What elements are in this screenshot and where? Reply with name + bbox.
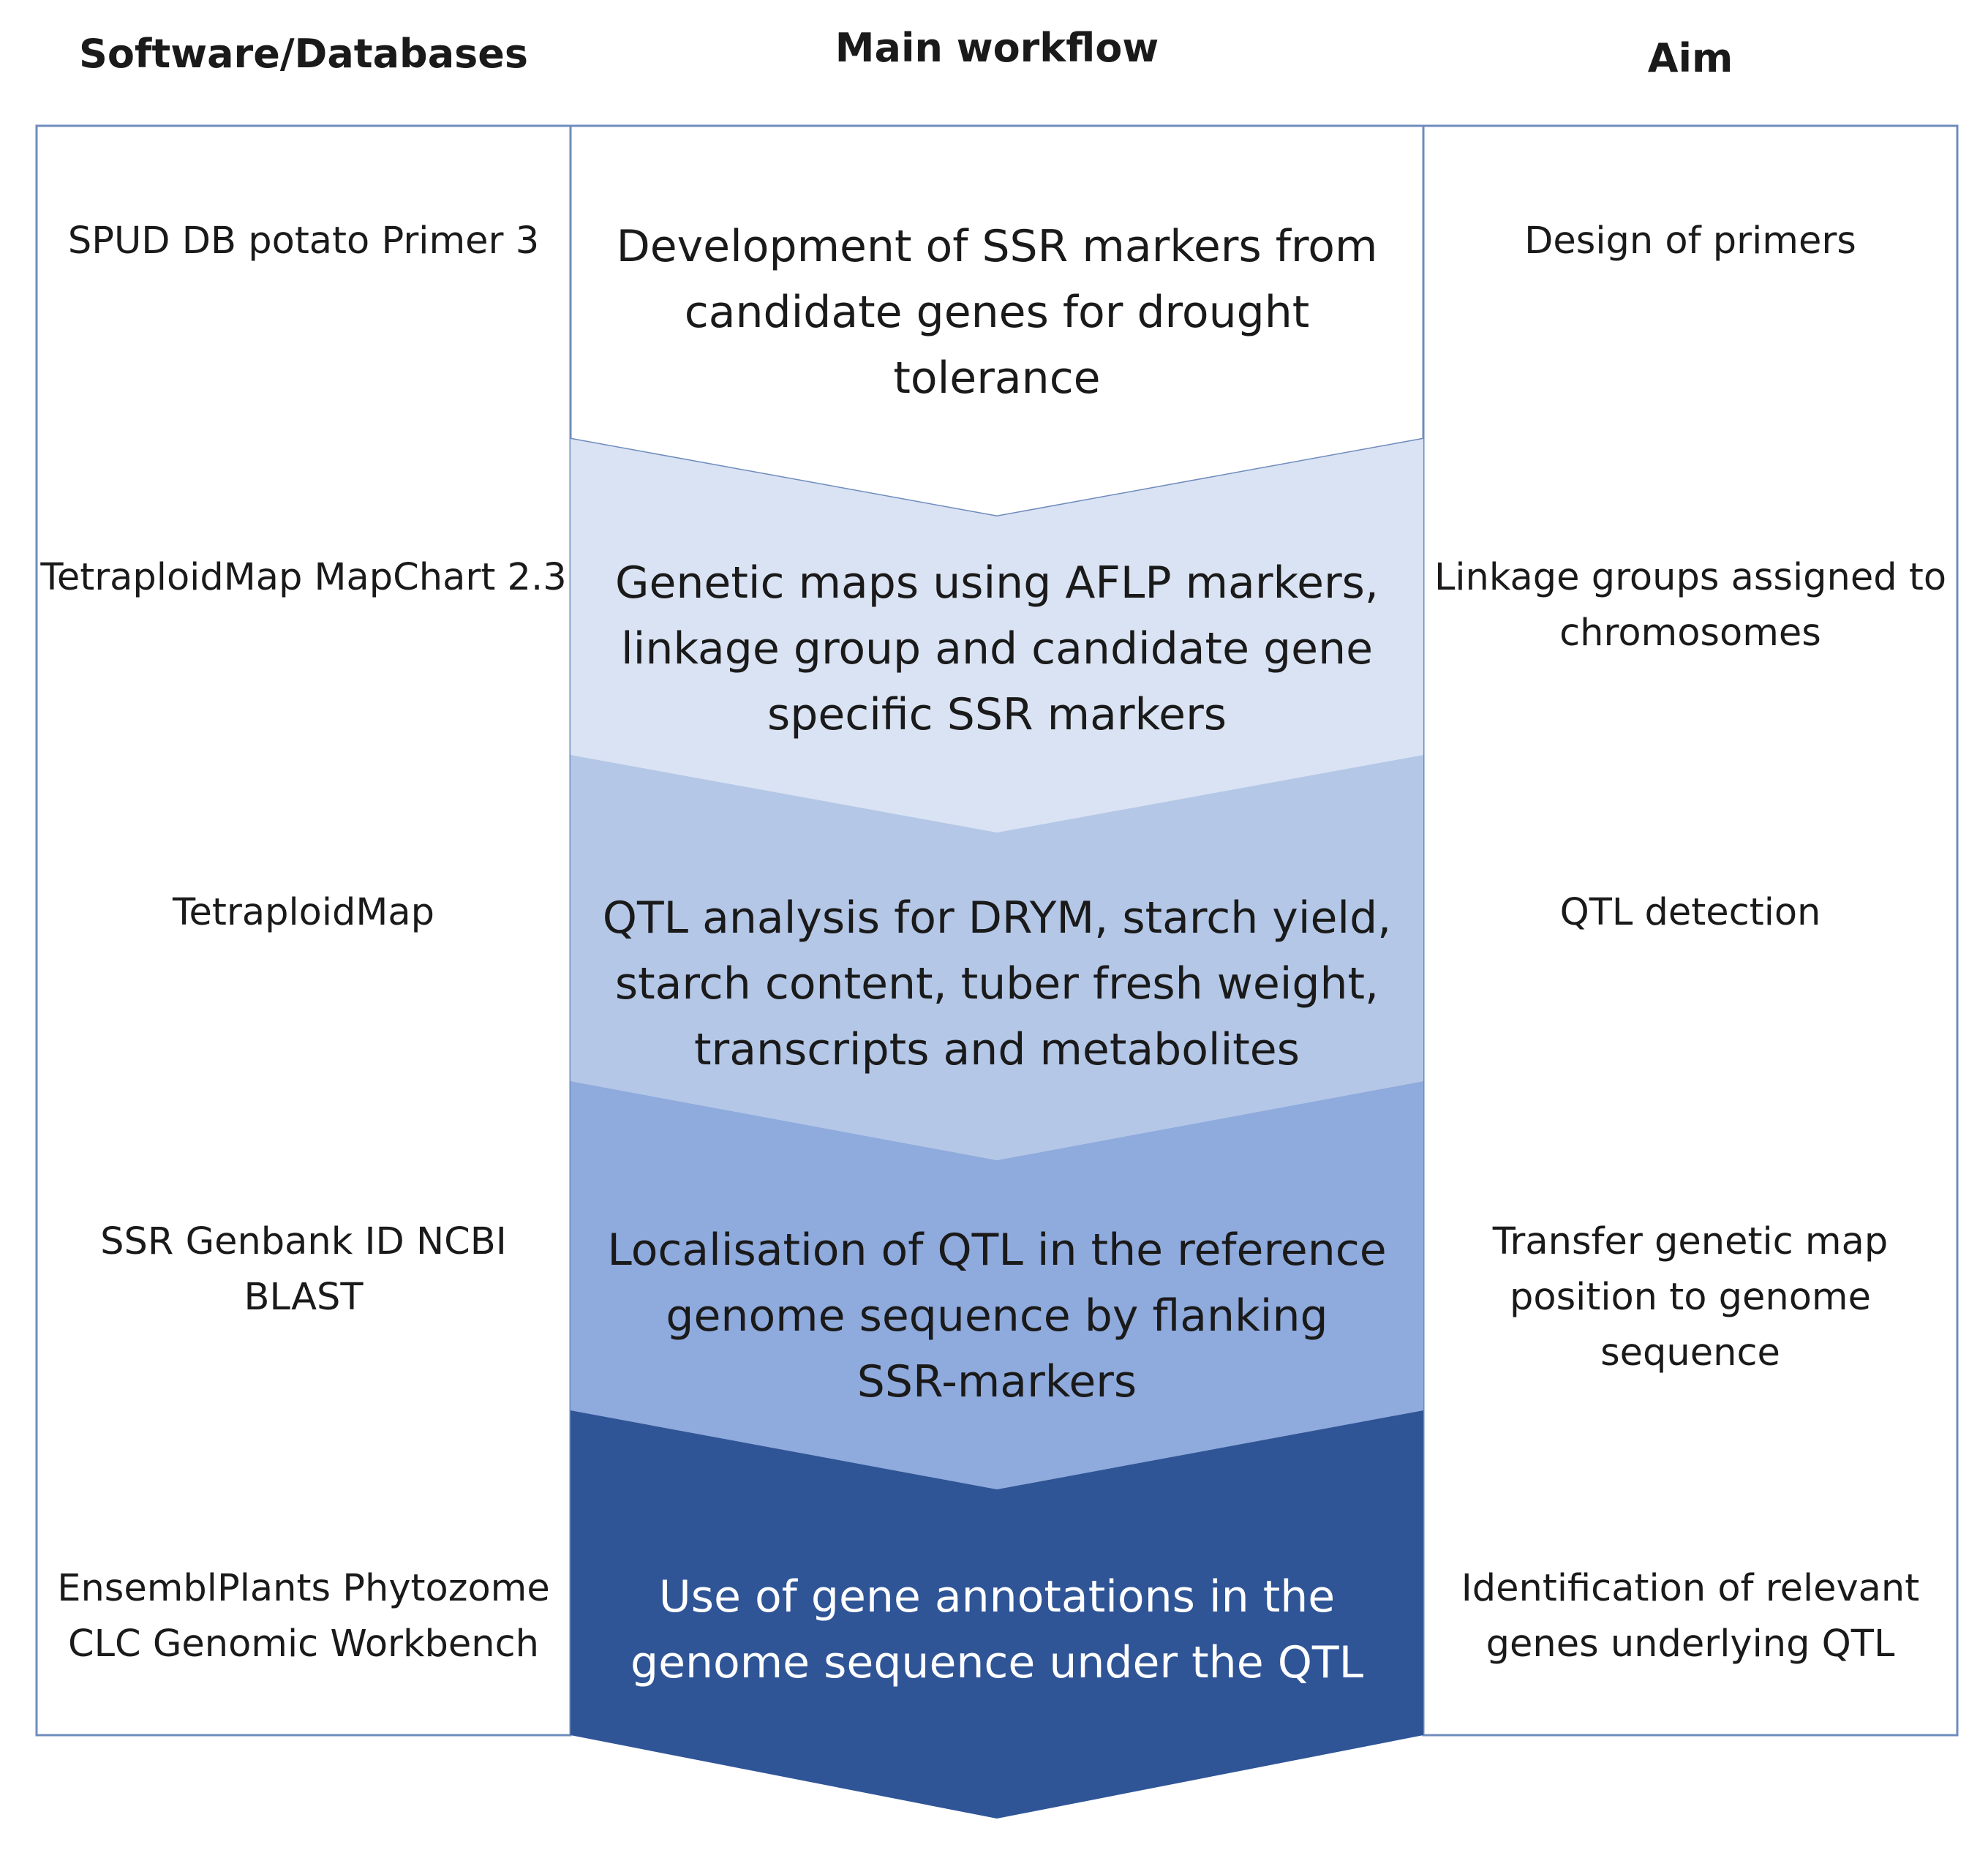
software-item: SSR Genbank ID [100, 1220, 404, 1263]
step-text-line: Development of SSR markers from [616, 221, 1378, 272]
step-text-line: candidate genes for drought [684, 287, 1310, 338]
workflow-step-4-shape [571, 1081, 1423, 1489]
step-text-line: transcripts and metabolites [694, 1024, 1300, 1075]
workflow-step-3: QTL analysis for DRYM, starch yield, sta… [571, 885, 1423, 1083]
step-text-line: Genetic maps using AFLP markers, [614, 557, 1379, 609]
aim-cell-4: Transfer genetic map position to genome … [1423, 1214, 1957, 1381]
software-item: Phytozome [342, 1567, 550, 1610]
step-text-line: Use of gene annotations in the [658, 1571, 1336, 1622]
software-cell-2: TetraploidMap MapChart 2.3 [37, 550, 571, 606]
aim-cell-3: QTL detection [1423, 885, 1957, 941]
software-cell-5: EnsemblPlants Phytozome CLC Genomic Work… [37, 1561, 571, 1672]
software-cell-3: TetraploidMap [37, 885, 571, 941]
aim-cell-5: Identification of relevant genes underly… [1423, 1561, 1957, 1672]
software-item: MapChart 2.3 [314, 556, 567, 599]
workflow-step-3-shape [571, 755, 1423, 1160]
step-text-line: tolerance [893, 353, 1101, 404]
software-item: TetraploidMap [40, 556, 303, 599]
software-item: TetraploidMap [173, 891, 434, 934]
step-text-line: QTL analysis for DRYM, starch yield, [602, 892, 1392, 944]
workflow-step-4: Localisation of QTL in the reference gen… [571, 1217, 1423, 1415]
aim-item: genes underlying QTL [1486, 1622, 1895, 1666]
step-text-line: Localisation of QTL in the reference [607, 1225, 1387, 1276]
software-item: Primer 3 [381, 219, 540, 263]
software-item: NCBI [416, 1220, 507, 1263]
software-item: BLAST [244, 1276, 364, 1319]
step-text-line: genome sequence by flanking [666, 1290, 1328, 1342]
step-text-line: starch content, tuber fresh weight, [614, 958, 1379, 1009]
software-header: Software/Databases [78, 31, 529, 77]
aim-item: QTL detection [1559, 891, 1821, 934]
aim-cell-2: Linkage groups assigned to chromosomes [1423, 550, 1957, 661]
step-text-line: genome sequence under the QTL [630, 1637, 1363, 1688]
software-item: CLC Genomic Workbench [68, 1622, 539, 1666]
aim-item: Linkage groups assigned [1434, 556, 1897, 599]
software-cell-4: SSR Genbank ID NCBI BLAST [37, 1214, 571, 1326]
software-cell-1: SPUD DB potato Primer 3 [37, 214, 571, 269]
workflow-step-5: Use of gene annotations in the genome se… [571, 1564, 1423, 1696]
software-item: SPUD DB potato [67, 219, 370, 263]
aim-item: Transfer genetic map [1492, 1220, 1889, 1263]
aim-item: to chromosomes [1559, 556, 1947, 655]
step-text-line: linkage group and candidate gene [620, 623, 1374, 674]
aim-cell-1: Design of primers [1423, 214, 1957, 269]
step-text-line: SSR-markers [856, 1356, 1137, 1407]
aim-item: Design of primers [1524, 219, 1856, 263]
aim-item: Identification of relevant [1461, 1567, 1920, 1610]
workflow-step-1: Development of SSR markers from candidat… [571, 214, 1423, 411]
aim-item: genome sequence [1600, 1276, 1871, 1375]
workflow-step-2-shape [571, 439, 1423, 832]
aim-item: position to [1510, 1276, 1707, 1319]
step-text-line: specific SSR markers [767, 689, 1227, 740]
workflow-header: Main workflow [835, 25, 1159, 71]
workflow-step-5-shape [571, 1410, 1423, 1819]
software-item: EnsemblPlants [57, 1567, 331, 1610]
aim-header: Aim [1647, 35, 1733, 81]
workflow-step-2: Genetic maps using AFLP markers, linkage… [571, 550, 1423, 748]
